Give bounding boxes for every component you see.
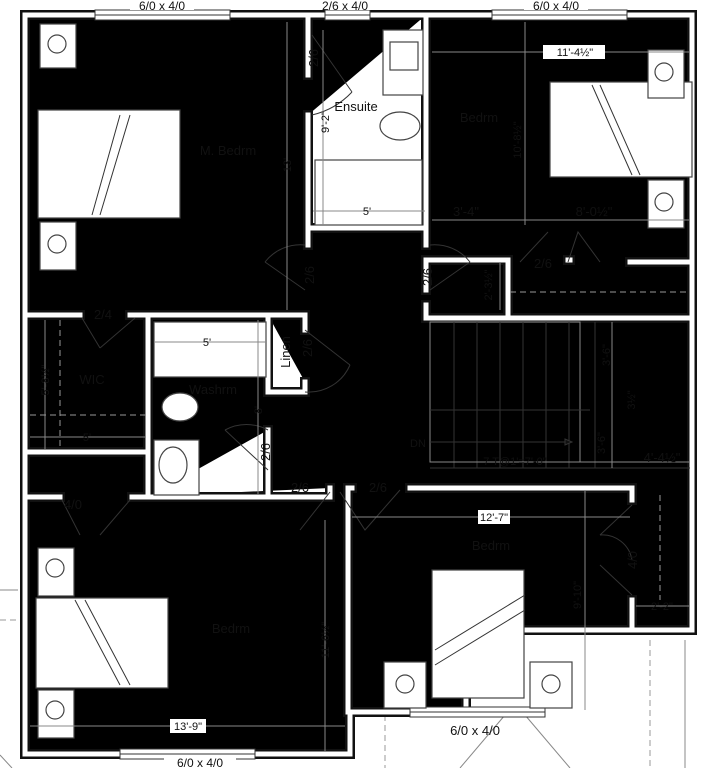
room-label-bedroom: Bedrm xyxy=(460,110,498,125)
door-label: 4/0 xyxy=(625,551,640,569)
window-label: 2/6 x 4/0 xyxy=(322,0,368,13)
dimension-label: 5' xyxy=(203,337,211,349)
door-label: 4/0 xyxy=(64,497,82,512)
window-label: 6/0 x 4/0 xyxy=(450,723,500,738)
room-label-bedroom: Bedrm xyxy=(212,621,250,636)
windows xyxy=(94,9,628,760)
dimension-label: 9'-2" xyxy=(320,111,332,133)
door-label: 2/6 xyxy=(534,256,552,271)
dimension-label: 11'-6½" xyxy=(320,622,332,658)
dimension-label: 5'-8½" xyxy=(40,364,52,395)
door-label: 2/6 xyxy=(369,480,387,495)
dimension-label: 5' xyxy=(83,432,91,444)
dimension-label: 13' xyxy=(282,158,294,172)
room-label-linen: Linen xyxy=(278,336,293,368)
room-labels: M. Bedrm Ensuite Bedrm WIC Washrm Linen … xyxy=(79,99,510,636)
door-label: 2/6 xyxy=(306,49,321,67)
stair-run-label: 7 T@1'=7'-0" xyxy=(483,456,547,468)
room-label-ensuite: Ensuite xyxy=(334,99,377,114)
dimension-label: 3½" xyxy=(626,390,638,409)
dimension-label: 10'-8½" xyxy=(512,121,524,158)
dimension-label: 5' xyxy=(363,206,371,218)
dimension-label: 12'-7" xyxy=(480,512,508,524)
room-label-bedroom: Bedrm xyxy=(472,538,510,553)
dimension-label: 3'-6" xyxy=(601,344,613,366)
room-label-washroom: Washrm xyxy=(189,382,237,397)
dimension-label: 11'-4½" xyxy=(557,47,593,59)
dimension-label: 8' xyxy=(253,406,265,414)
door-label: 2/6 xyxy=(258,443,273,461)
dimension-label: 13'-9" xyxy=(174,721,202,733)
dimension-label: 3'-6" xyxy=(596,432,608,454)
dimension-label: 2'-2" xyxy=(651,601,673,613)
bathroom-fixtures xyxy=(153,29,424,496)
door-label: 2/6 xyxy=(302,266,317,284)
dimension-label: 9'-10" xyxy=(572,581,584,609)
window-label: 6/0 x 4/0 xyxy=(533,0,579,13)
dimension-label: 3'-4" xyxy=(453,204,479,219)
dimension-label: 8'-0½" xyxy=(576,204,613,219)
door-label: 2/4 xyxy=(94,307,112,322)
dimension-lines xyxy=(30,22,690,752)
room-label-master-bedroom: M. Bedrm xyxy=(200,143,256,158)
window-label: 6/0 x 4/0 xyxy=(139,0,185,13)
dimension-labels: 11'-4½" 10'-8½" 9'-2" 13' 5' 3'-4" 8'-0½… xyxy=(40,45,681,733)
dimension-label: 2'-3½" xyxy=(483,269,495,300)
site-lines xyxy=(0,589,686,768)
window-label: 6/0 x 4/0 xyxy=(177,756,223,768)
room-label-wic: WIC xyxy=(79,372,104,387)
window-labels: 6/0 x 4/0 2/6 x 4/0 6/0 x 4/0 6/0 x 4/0 … xyxy=(130,0,588,768)
door-label: 2/6 xyxy=(300,339,315,357)
door-labels: 2/6 2/6 2/6 2/6 2/4 2/6 2/6 2/6 2/6 4/0 … xyxy=(64,49,640,569)
stair-direction-label: DN xyxy=(410,438,426,450)
door-label: 2/6 xyxy=(291,480,309,495)
dimension-label: 4'-4½" xyxy=(644,450,681,465)
door-label: 2/6 xyxy=(420,268,435,286)
door-swings xyxy=(61,34,633,596)
